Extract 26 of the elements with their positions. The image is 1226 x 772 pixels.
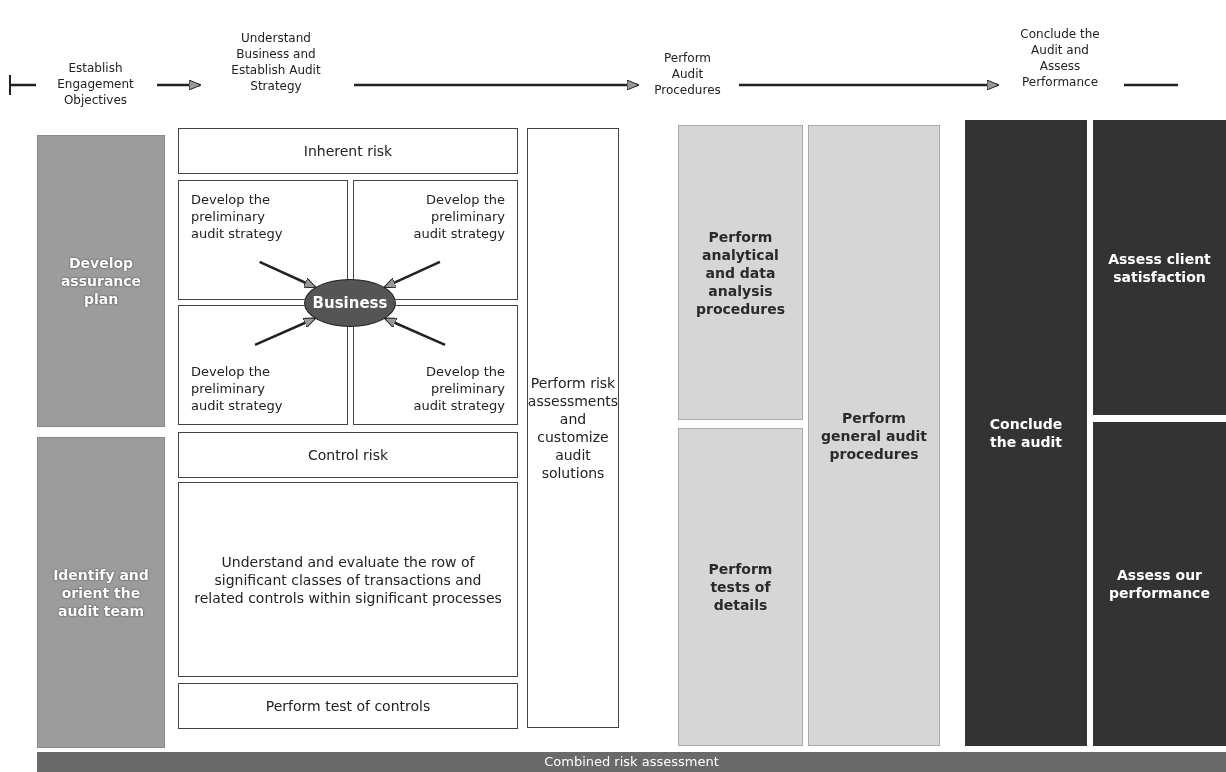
procedure-box: Perform tests of details: [678, 428, 803, 746]
phase-label: Conclude the Audit and Assess Performance: [1000, 4, 1120, 112]
arrow: [739, 79, 1000, 91]
task-box: Identify and orient the audit team: [37, 437, 165, 748]
arrow: [354, 79, 640, 91]
phase-label: Perform Audit Procedures: [640, 38, 735, 110]
phase-label: Establish Engagement Objectives: [38, 55, 153, 113]
arrow: [383, 317, 446, 347]
assessment-bar: Combined risk assessment: [37, 752, 1226, 772]
arrow: [157, 79, 202, 91]
arrow: [383, 260, 441, 289]
procedure-box: Perform analytical and data analysis procedures: [678, 125, 803, 420]
phase-label: Understand Business and Establish Audit Strategy: [202, 12, 350, 112]
conclusion-box: Conclude the audit: [965, 120, 1087, 746]
conclusion-box: Assess client satisfaction: [1093, 120, 1226, 415]
process-box: Develop the preliminary audit strategy: [353, 180, 518, 300]
task-box: Develop assurance plan: [37, 135, 165, 427]
process-box: Perform test of controls: [178, 683, 518, 729]
conclusion-box: Assess our performance: [1093, 422, 1226, 746]
process-box: Control risk: [178, 432, 518, 478]
arrow: [259, 260, 317, 289]
process-box: Inherent risk: [178, 128, 518, 174]
procedure-box: Perform general audit procedures: [808, 125, 940, 746]
process-box: Perform risk assessments and customize audit solutions: [527, 128, 619, 728]
arrow: [254, 317, 317, 347]
process-box: Understand and evaluate the row of significant classes of transactions and related controls within significant processes: [178, 482, 518, 677]
